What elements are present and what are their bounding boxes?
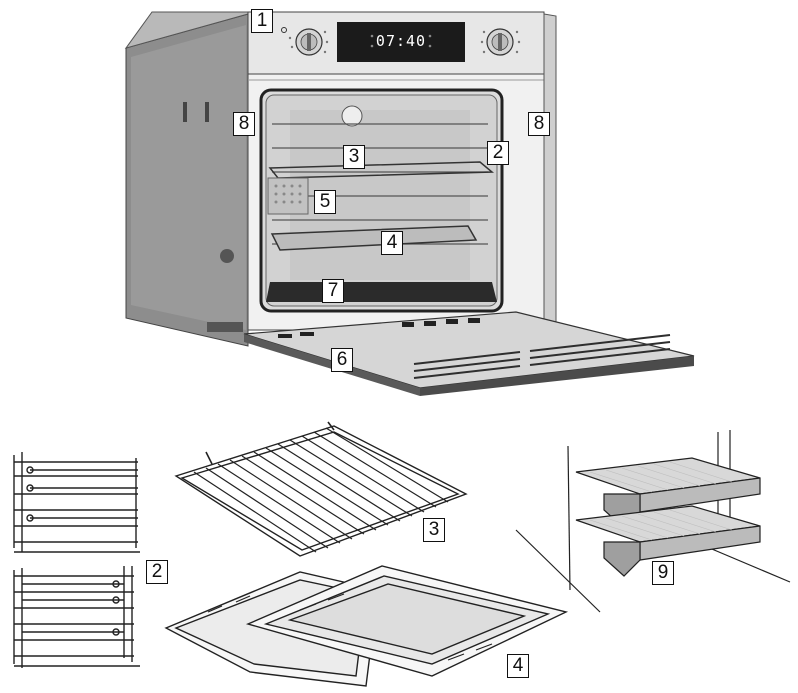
side-rack-top [13,452,140,553]
callout-wire-shelf-bottom: 3 [423,518,445,542]
cavity-wire-shelf [268,161,495,179]
callout-tray-top: 4 [381,231,403,255]
wire-shelf [174,421,468,557]
callout-trays-bottom: 4 [507,654,529,678]
fan-cover [267,177,309,215]
cavity-tray [270,225,478,251]
callout-controls: 1 [251,9,273,33]
side-racks [13,452,140,668]
oven-illustration: 07:40 [124,11,695,396]
oven-lamp [341,105,363,127]
side-rack-bottom [13,566,140,668]
callout-fixing-right: 8 [528,112,550,136]
telescopic-runners [515,430,791,613]
callout-fan-cover: 5 [314,190,336,214]
callout-side-racks-top: 2 [487,141,509,165]
display-time: 07:40 [376,32,426,50]
display-panel [337,22,465,62]
baking-trays [164,565,569,687]
callout-fixing-left: 8 [233,112,255,136]
callout-door: 6 [331,348,353,372]
callout-oven-floor: 7 [322,279,344,303]
callout-wire-shelf-top: 3 [343,145,365,169]
callout-telescopic-runners: 9 [652,561,674,585]
callout-side-racks-bottom: 2 [146,560,168,584]
oven-floor [266,282,497,302]
